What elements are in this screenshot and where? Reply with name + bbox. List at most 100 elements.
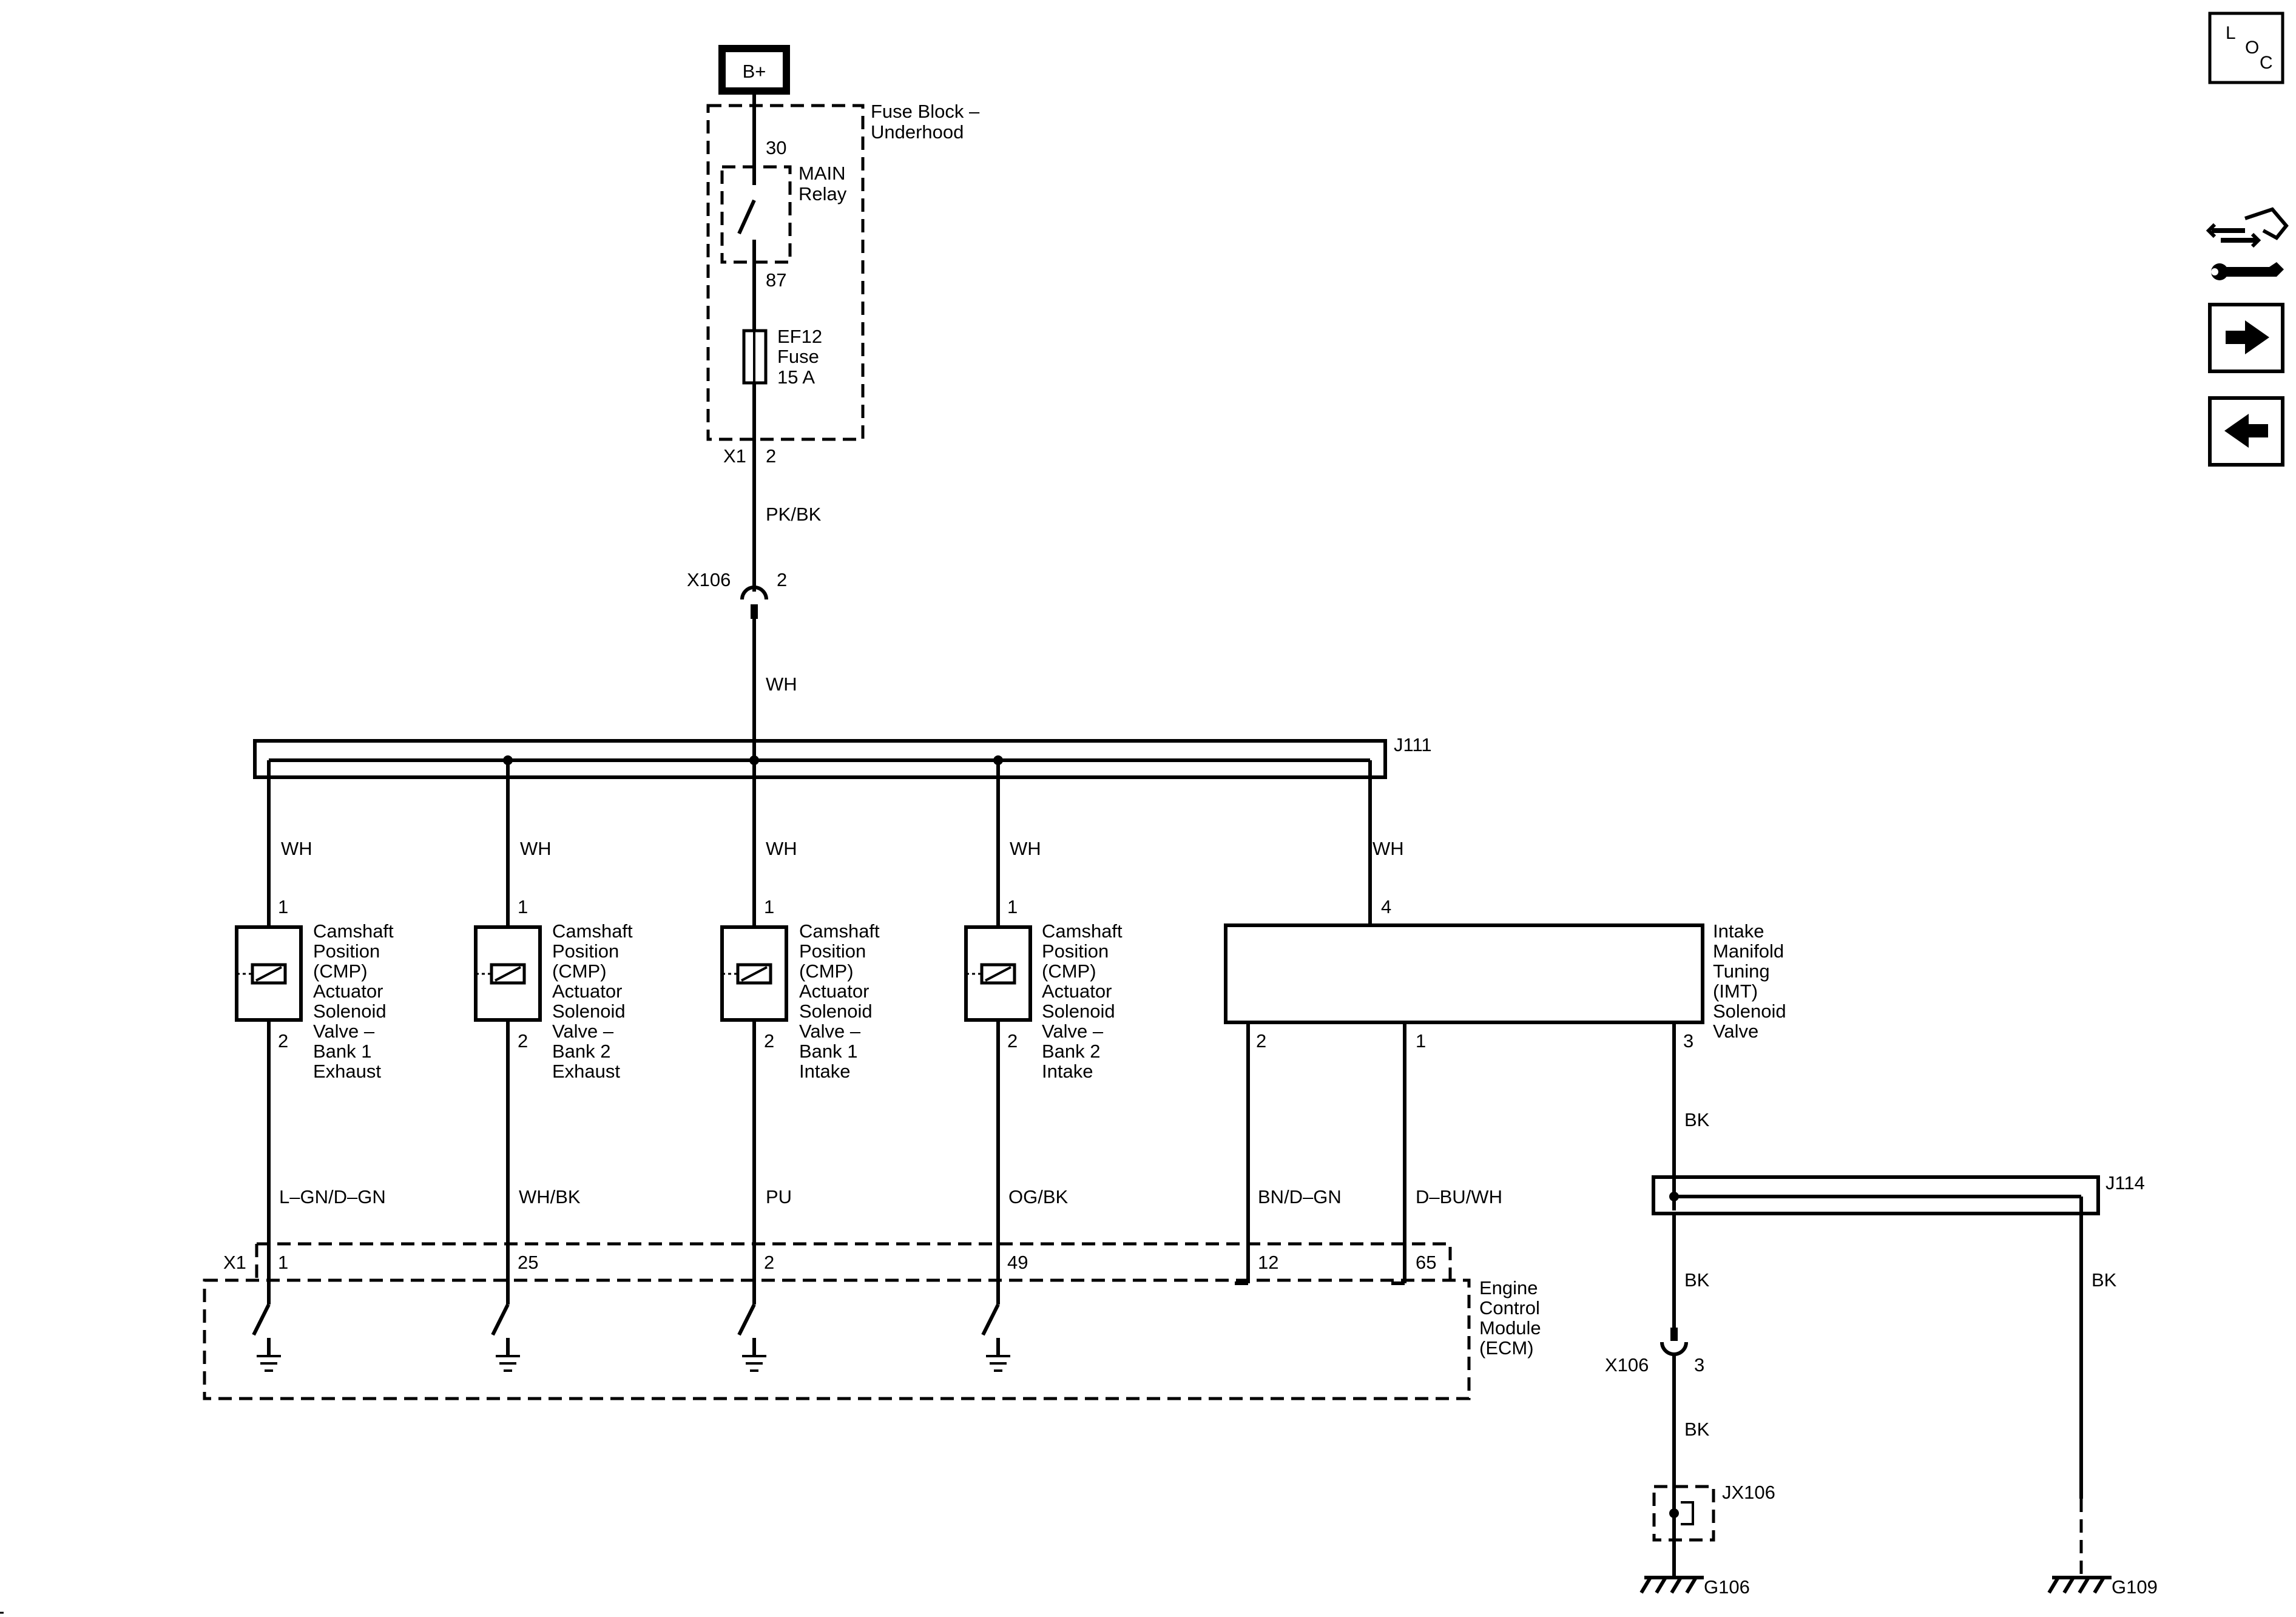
wire-color-feed: PK/BK <box>766 504 822 525</box>
imt-pin-3: 3 <box>1683 1030 1693 1052</box>
inline-connector-x106-top <box>740 586 768 619</box>
svg-text:(ECM): (ECM) <box>1479 1337 1534 1359</box>
svg-text:Camshaft: Camshaft <box>313 920 394 942</box>
svg-text:Position: Position <box>552 940 619 962</box>
svg-text:Bank 1: Bank 1 <box>799 1041 858 1062</box>
svg-text:(CMP): (CMP) <box>313 960 368 982</box>
sol2-wire-in: WH <box>520 838 552 859</box>
svg-text:Position: Position <box>313 940 380 962</box>
x106-bottom-pin: 3 <box>1694 1354 1704 1376</box>
svg-text:Bank 2: Bank 2 <box>1042 1041 1101 1062</box>
svg-text:Bank 1: Bank 1 <box>313 1041 372 1062</box>
svg-text:Exhaust: Exhaust <box>552 1061 620 1082</box>
svg-text:Control: Control <box>1479 1297 1540 1318</box>
ecm-driver-switch-49 <box>981 1283 1010 1372</box>
relay-label-1: MAIN <box>799 163 846 184</box>
imt-pin-2: 2 <box>1256 1030 1266 1052</box>
cmp-solenoid-bank1-exhaust <box>235 925 303 1022</box>
sol4-label: Camshaft Position (CMP) Actuator Solenoi… <box>1042 920 1123 1082</box>
svg-text:Manifold: Manifold <box>1713 940 1784 962</box>
sol1-wire-out: L–GN/D–GN <box>279 1186 386 1207</box>
cmp-solenoid-bank1-intake <box>720 925 788 1022</box>
svg-text:Intake: Intake <box>1042 1061 1093 1082</box>
sol2-wire-out: WH/BK <box>519 1186 581 1207</box>
svg-text:Exhaust: Exhaust <box>313 1061 381 1082</box>
ecm-pin-2: 2 <box>764 1252 774 1273</box>
x106-bottom-name: X106 <box>1605 1354 1649 1376</box>
sol2-pin-in: 1 <box>518 896 528 917</box>
ground-g109-symbol <box>2047 1576 2112 1594</box>
ecm-pin-49: 49 <box>1007 1252 1028 1273</box>
relay-pin-87: 87 <box>766 269 786 291</box>
ecm-driver-switch-2 <box>737 1283 766 1372</box>
ecm-pin-25: 25 <box>518 1252 538 1273</box>
svg-text:Solenoid: Solenoid <box>1713 1001 1786 1022</box>
previous-page-button[interactable] <box>2208 396 2284 467</box>
svg-text:Camshaft: Camshaft <box>799 920 880 942</box>
imt-pin-in: 4 <box>1381 896 1391 917</box>
sol1-pin-out: 2 <box>278 1030 288 1052</box>
svg-text:(CMP): (CMP) <box>552 960 607 982</box>
j111-label: J111 <box>1394 734 1432 755</box>
svg-text:Solenoid: Solenoid <box>552 1001 626 1022</box>
svg-text:(CMP): (CMP) <box>799 960 854 982</box>
relay-switch-contact <box>737 199 756 235</box>
fuse-block-title-1: Fuse Block – <box>871 101 980 122</box>
sol3-pin-in: 1 <box>764 896 774 917</box>
sol1-label: Camshaft Position (CMP) Actuator Solenoi… <box>313 920 394 1082</box>
arrow-right-icon <box>2226 320 2269 354</box>
svg-text:Valve: Valve <box>1713 1021 1758 1042</box>
j114-label: J114 <box>2105 1172 2145 1193</box>
sol3-pin-out: 2 <box>764 1030 774 1052</box>
sol2-label: Camshaft Position (CMP) Actuator Solenoi… <box>552 920 633 1082</box>
x106-top-name: X106 <box>687 569 731 590</box>
next-page-button[interactable] <box>2208 303 2284 373</box>
ecm-connector-x1: X1 <box>223 1252 246 1273</box>
x106-top-pin: 2 <box>777 569 787 590</box>
cmp-solenoid-bank2-exhaust <box>474 925 542 1022</box>
svg-text:Valve –: Valve – <box>1042 1021 1104 1042</box>
fuse-label-2: Fuse <box>777 346 819 367</box>
fuse-label-1: EF12 <box>777 326 822 347</box>
engine-control-module <box>203 1278 1471 1400</box>
svg-text:Camshaft: Camshaft <box>1042 920 1123 942</box>
svg-text:Bank 2: Bank 2 <box>552 1041 611 1062</box>
location-letter-l: L <box>2226 23 2236 43</box>
ecm-pin-12: 12 <box>1258 1252 1278 1273</box>
sol4-pin-in: 1 <box>1007 896 1018 917</box>
relay-pin-30: 30 <box>766 137 786 158</box>
imt-solenoid-valve <box>1224 923 1704 1024</box>
arrow-left-icon <box>2224 414 2268 448</box>
battery-positive-terminal: B+ <box>718 45 790 95</box>
ecm-label: Engine Control Module (ECM) <box>1479 1277 1541 1359</box>
svg-text:Valve –: Valve – <box>799 1021 861 1042</box>
svg-text:Actuator: Actuator <box>313 981 383 1002</box>
sol1-pin-in: 1 <box>278 896 288 917</box>
relay-label-2: Relay <box>799 183 847 204</box>
svg-text:Module: Module <box>1479 1317 1541 1338</box>
sol4-wire-out: OG/BK <box>1008 1186 1069 1207</box>
jx106-label: JX106 <box>1722 1482 1775 1503</box>
svg-text:Intake: Intake <box>1713 920 1764 942</box>
location-letter-c: C <box>2260 53 2273 73</box>
fuse-label-3: 15 A <box>777 366 815 388</box>
ground-g109-label: G109 <box>2112 1576 2158 1598</box>
connector-tools-icon[interactable] <box>2206 207 2289 280</box>
sol4-pin-out: 2 <box>1007 1030 1018 1052</box>
svg-text:Camshaft: Camshaft <box>552 920 633 942</box>
svg-text:Solenoid: Solenoid <box>313 1001 387 1022</box>
svg-text:(IMT): (IMT) <box>1713 981 1758 1002</box>
ecm-driver-switch-1 <box>252 1283 281 1372</box>
location-button[interactable]: L O C <box>2208 12 2284 84</box>
sol1-wire-in: WH <box>281 838 312 859</box>
fuse-block-title-2: Underhood <box>871 121 964 143</box>
ground-g106-label: G106 <box>1704 1576 1750 1598</box>
svg-text:(CMP): (CMP) <box>1042 960 1096 982</box>
svg-text:Valve –: Valve – <box>552 1021 614 1042</box>
svg-text:Actuator: Actuator <box>1042 981 1112 1002</box>
imt-label: Intake Manifold Tuning (IMT) Solenoid Va… <box>1713 920 1786 1042</box>
battery-positive-label: B+ <box>743 61 766 82</box>
fuse-block-connector-pin: 2 <box>766 445 776 467</box>
imt-wire-bk: BK <box>1684 1109 1710 1130</box>
